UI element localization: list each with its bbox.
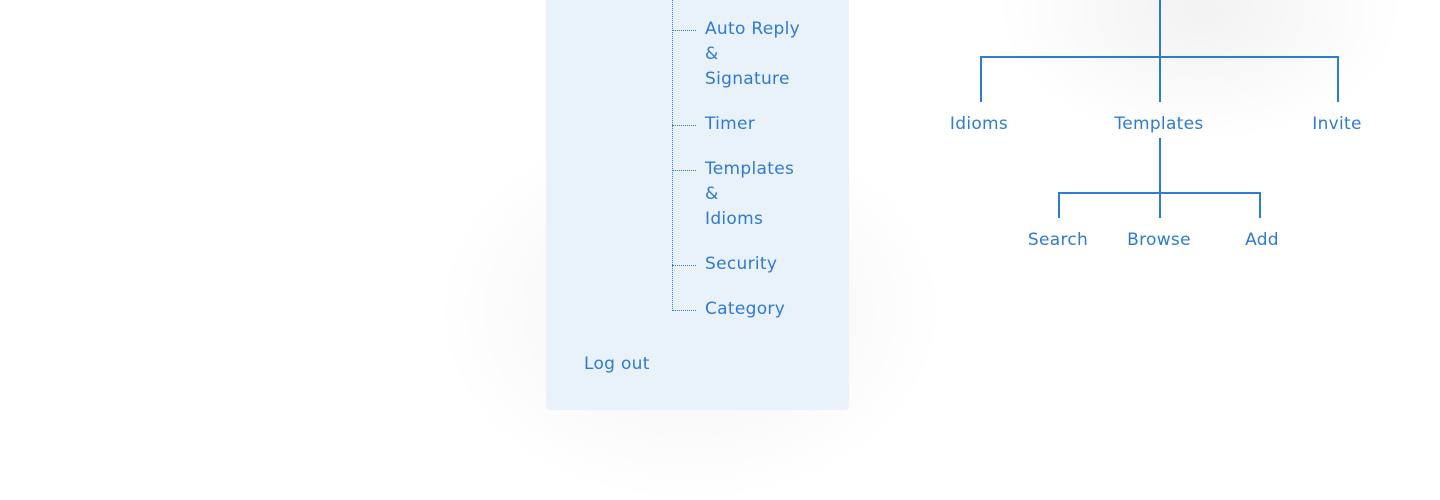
menu-item-label-line: Signature (705, 69, 790, 89)
logout-link[interactable]: Log out (584, 354, 650, 374)
menu-item-label-line: Category (705, 299, 786, 319)
menu-branch-security (672, 265, 696, 266)
menu-item-label-line: & (705, 44, 719, 64)
tree-node-search[interactable]: Search (1027, 230, 1089, 250)
menu-tree-rail (672, 0, 673, 311)
menu-item-label-line: Templates (705, 159, 795, 179)
menu-item-security[interactable]: Security (705, 252, 777, 277)
menu-item-label-line: Security (705, 254, 778, 274)
menu-item-label-line: Idioms (705, 209, 764, 229)
menu-item-category[interactable]: Category (705, 297, 785, 322)
tree-node-templates[interactable]: Templates (1114, 114, 1204, 134)
menu-item-timer[interactable]: Timer (705, 112, 755, 137)
menu-item-auto-reply-signature[interactable]: Auto Reply & Signature (705, 17, 800, 92)
tree-connectors (980, 0, 1339, 218)
menu-item-label-line: Timer (705, 114, 756, 134)
tree-node-browse[interactable]: Browse (1127, 230, 1191, 250)
tree-level2-bracket (1058, 192, 1261, 218)
tree-node-invite[interactable]: Invite (1312, 114, 1362, 134)
menu-branch-timer (672, 125, 696, 126)
tree-node-add[interactable]: Add (1245, 230, 1279, 250)
menu-item-templates-idioms[interactable]: Templates & Idioms (705, 157, 794, 232)
menu-item-label-line: & (705, 184, 719, 204)
tree-node-idioms[interactable]: Idioms (949, 114, 1009, 134)
menu-branch-category (672, 310, 696, 311)
menu-branch-auto-reply (672, 30, 696, 31)
tree-level1-bracket (980, 56, 1339, 102)
menu-panel (546, 0, 849, 410)
menu-branch-templates (672, 170, 696, 171)
menu-item-label-line: Auto Reply (705, 19, 800, 39)
